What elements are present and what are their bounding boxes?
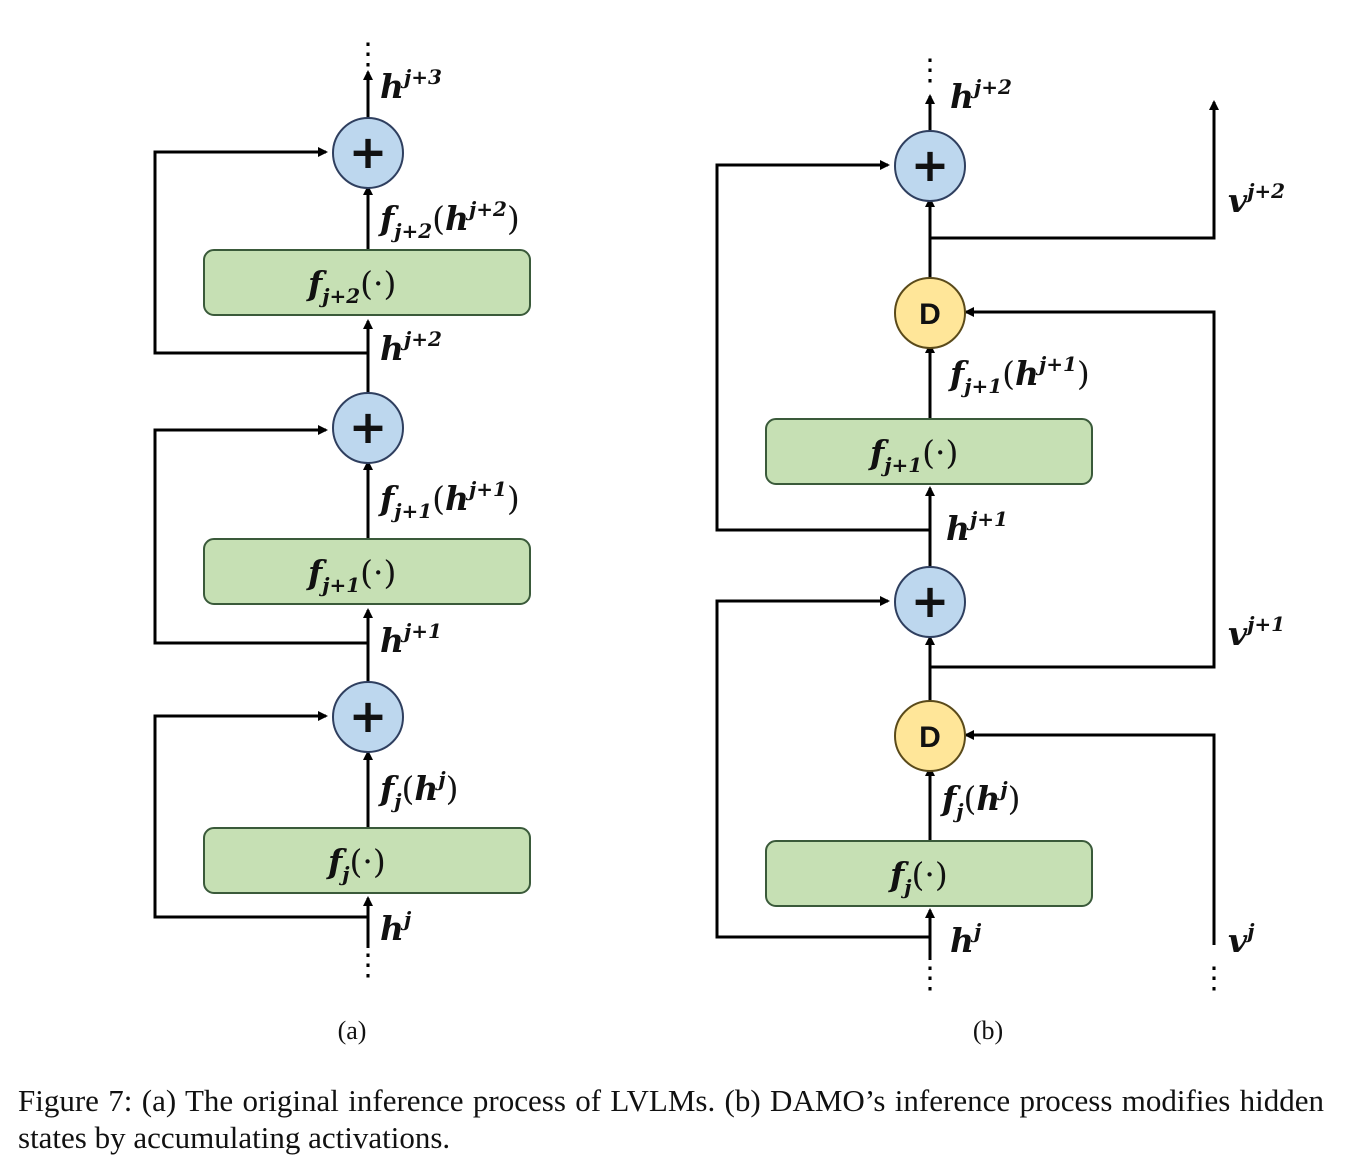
panel-b-hidden-label-hj1: hj+1 (946, 507, 1008, 548)
panel-b-hidden-label-hj: hj (950, 919, 982, 960)
panel-a-hidden-label-hj3: hj+3 (380, 65, 442, 106)
panel-a-block-fj2 (203, 249, 531, 316)
panel-b-hidden-label-hj2: hj+2 (950, 75, 1012, 116)
panel-a-hidden-label-hj2: hj+2 (380, 327, 442, 368)
panel-b-ellipsis-bottom-v: ⋮ (1199, 961, 1229, 996)
panel-a-ellipsis-top: ⋮ (353, 37, 383, 72)
panel-a-output-label-fj1: fj+1(hj+1) (378, 477, 520, 523)
panel-b-connectors (715, 94, 1219, 960)
panel-a-add-node-1 (332, 681, 404, 753)
panel-b-add-symbol-2: + (911, 138, 950, 192)
panel-a-add-node-2 (332, 392, 404, 464)
panel-a: + + + fj(·) fj+1(·) fj+2(·) fj(hj) fj+1(… (153, 37, 531, 983)
panel-a-ellipsis-bottom: ⋮ (353, 948, 383, 983)
panel-b-damo-node-2 (894, 277, 966, 349)
panel-a-output-label-fj2: fj+2(hj+2) (378, 197, 520, 243)
panel-b-output-label-fj: fj(hj) (940, 777, 1020, 823)
panel-a-output-label-fj: fj(hj) (378, 767, 458, 813)
figure-caption: Figure 7: (a) The original inference pro… (18, 1083, 1324, 1155)
panel-b-activation-label-vj2: vj+2 (1228, 179, 1285, 220)
panel-b-block-label-fj1: fj+1(·) (868, 433, 958, 477)
panel-b-damo-symbol-1: D (919, 721, 941, 754)
panel-b-damo-node-1 (894, 700, 966, 772)
panel-b-add-symbol-1: + (911, 574, 950, 628)
panel-b-output-label-fj1: fj+1(hj+1) (948, 352, 1090, 398)
panel-a-add-symbol-1: + (349, 689, 388, 743)
panel-b-ellipsis-top: ⋮ (915, 53, 945, 88)
panel-b-block-fj (765, 840, 1093, 907)
panel-b-block-fj1 (765, 418, 1093, 485)
panel-a-block-label-fj2: fj+2(·) (306, 264, 396, 308)
panel-a-add-node-3 (332, 117, 404, 189)
panel-a-block-label-fj1: fj+1(·) (306, 553, 396, 597)
panel-b-damo-symbol-2: D (919, 298, 941, 331)
panel-a-hidden-label-hj: hj (380, 907, 412, 948)
panel-a-label: (a) (337, 1016, 367, 1045)
panel-b: + + D D fj(·) fj+1(·) fj(hj) fj+1(hj+1) … (715, 53, 1285, 996)
panel-a-connectors (153, 70, 373, 948)
panel-b-activation-label-vj1: vj+1 (1228, 612, 1285, 653)
panel-a-block-fj (203, 827, 531, 894)
panel-a-block-fj1 (203, 538, 531, 605)
panel-a-add-symbol-2: + (349, 400, 388, 454)
panel-b-activation-label-vj: vj (1228, 919, 1255, 960)
panel-a-add-symbol-3: + (349, 125, 388, 179)
panel-b-label: (b) (972, 1016, 1004, 1045)
panel-b-ellipsis-bottom-h: ⋮ (915, 961, 945, 996)
panel-b-block-label-fj: fj(·) (888, 855, 948, 899)
panel-b-add-node-1 (894, 566, 966, 638)
panel-b-add-node-2 (894, 130, 966, 202)
architecture-diagram: + + + fj(·) fj+1(·) fj+2(·) fj(hj) fj+1(… (153, 37, 1285, 996)
panel-a-hidden-label-hj1: hj+1 (380, 619, 442, 660)
panel-a-block-label-fj: fj(·) (326, 842, 386, 886)
